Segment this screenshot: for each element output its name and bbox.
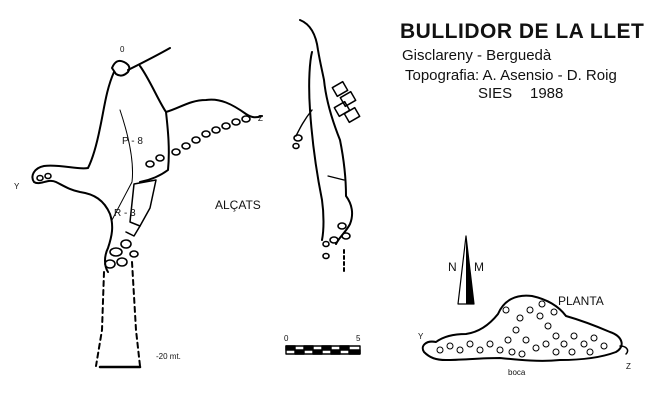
north-label: N — [448, 260, 457, 274]
scale-start-label: 0 — [284, 334, 289, 343]
plan-axis-z: Z — [626, 362, 631, 371]
pitch-label-2: R - 3 — [114, 208, 136, 219]
plan-axis-y: Y — [418, 332, 424, 341]
scale-end-label: 5 — [356, 334, 361, 343]
survey-year: 1988 — [530, 85, 564, 102]
plan-view-label: PLANTA — [558, 294, 604, 308]
entrance-label: boca — [508, 368, 526, 377]
survey-location: Gisclareny - Berguedà — [402, 47, 552, 64]
plan-view — [421, 294, 629, 362]
scale-bar — [285, 345, 361, 355]
elevation-section-main — [31, 47, 263, 369]
survey-club: SIES — [478, 85, 513, 102]
survey-authors: Topografia: A. Asensio - D. Roig — [405, 67, 617, 84]
pitch-label-1: P - 8 — [122, 136, 143, 147]
datum-label: 0 — [120, 45, 125, 54]
elevation-section-profile — [292, 19, 361, 273]
depth-label: -20 mt. — [156, 352, 181, 361]
magnetic-label: M — [474, 260, 484, 274]
elevation-axis-y: Y — [14, 182, 20, 191]
survey-title: BULLIDOR DE LA LLET — [400, 20, 645, 43]
elevation-axis-z: Z — [258, 114, 263, 123]
elevation-view-label: ALÇATS — [215, 198, 261, 212]
north-arrow-icon — [457, 235, 475, 305]
